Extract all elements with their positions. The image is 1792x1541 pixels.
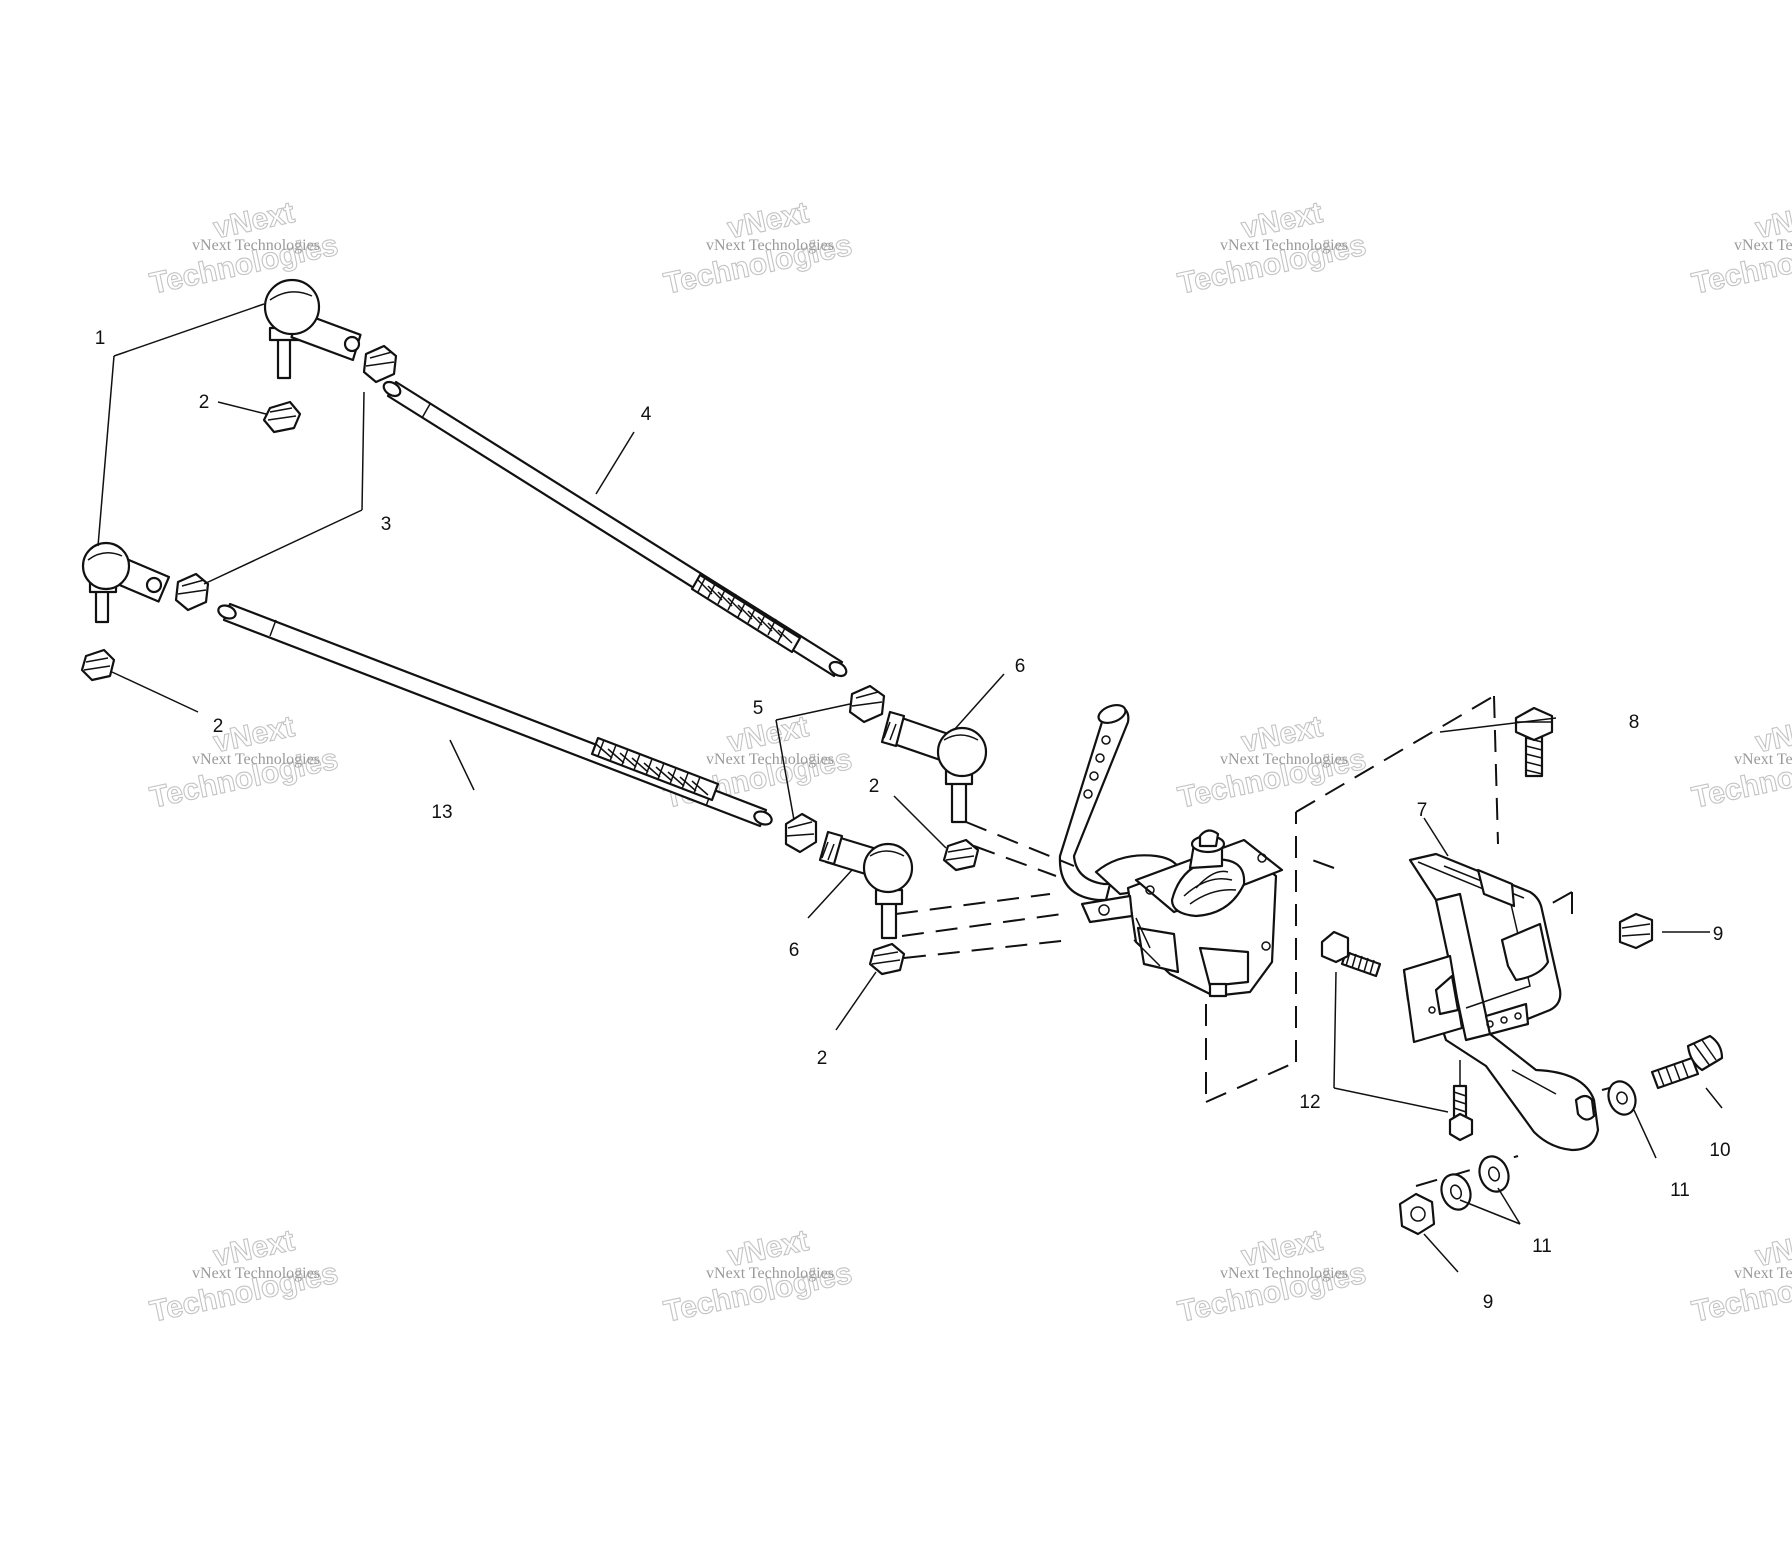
tie-rod-upper <box>382 380 848 678</box>
nut-item-2-lower-left <box>80 648 116 682</box>
mounting-bracket <box>1402 852 1600 1152</box>
jam-nut-item-3-upper <box>362 344 398 384</box>
watermark-small-line: vNext Technologies <box>192 1265 320 1282</box>
callout-5: 5 <box>753 698 764 719</box>
watermark-small-line: vNext Technologies <box>706 237 834 254</box>
callout-labels: 1 2 3 4 2 13 5 6 2 6 2 8 7 9 12 10 11 11… <box>95 328 1731 1313</box>
callout-11-bottom: 11 <box>1532 1236 1552 1257</box>
callout-11-right: 11 <box>1670 1180 1690 1201</box>
callout-2-lower-left: 2 <box>213 716 224 737</box>
watermark-small-line: vNext Technologies <box>192 751 320 768</box>
bolt-item-8 <box>1514 706 1554 778</box>
nut-item-2-bottom <box>868 942 906 976</box>
callout-3: 3 <box>381 514 392 535</box>
bolt-item-12-lower <box>1448 1060 1474 1142</box>
bolt-item-12-upper <box>1320 930 1382 978</box>
jam-nut-item-3-lower <box>174 572 210 612</box>
nut-item-2-mid <box>942 838 980 872</box>
nut-item-9-right <box>1618 912 1654 950</box>
callout-2-mid: 2 <box>869 776 880 797</box>
watermark-small-line: vNext Technologies <box>192 237 320 254</box>
ball-joint-lower-right <box>818 830 914 940</box>
jam-nut-item-5-lower <box>784 812 818 854</box>
watermark-small-line: vNext Technologies <box>1220 237 1348 254</box>
tie-rod-upper-knurl <box>690 573 802 654</box>
leader-lines <box>97 303 1723 1273</box>
watermark-small-line: vNext Technologies <box>706 751 834 768</box>
watermark-small-line: vNext Technologies <box>1220 751 1348 768</box>
watermark-small-line: vNext Technologies <box>706 1265 834 1282</box>
washer-item-11-a <box>1440 1173 1472 1211</box>
watermark-small-line: vNext Technologies <box>1734 1265 1792 1282</box>
shifter-assembly <box>1058 703 1284 998</box>
callout-8: 8 <box>1629 712 1640 733</box>
callout-2-upper: 2 <box>199 392 210 413</box>
callout-4: 4 <box>641 404 652 425</box>
tie-rod-lower-knurl <box>590 736 720 802</box>
tie-rod-lower <box>217 602 773 828</box>
callout-1: 1 <box>95 328 106 349</box>
callout-9-bottom: 9 <box>1483 1292 1494 1313</box>
nut-item-9-bottom <box>1398 1192 1436 1236</box>
washer-item-11-b <box>1478 1155 1510 1193</box>
callout-7: 7 <box>1417 800 1428 821</box>
callout-2-bottom: 2 <box>817 1048 828 1069</box>
jam-nut-item-5-upper <box>848 684 886 724</box>
callout-13: 13 <box>431 802 452 823</box>
bolt-item-10 <box>1650 1034 1724 1090</box>
watermark-small-line: vNext Technologies <box>1734 237 1792 254</box>
callout-6-upper: 6 <box>1015 656 1026 677</box>
ball-joint-upper-left <box>263 278 362 380</box>
callout-6-lower: 6 <box>789 940 800 961</box>
nut-item-2-upper <box>262 400 302 434</box>
ball-joint-lower-left <box>81 541 171 624</box>
watermark-small-line: vNext Technologies <box>1734 751 1792 768</box>
washer-item-11-right <box>1607 1080 1637 1116</box>
callout-10: 10 <box>1709 1140 1730 1161</box>
watermark-small-line: vNext Technologies <box>1220 1265 1348 1282</box>
ball-joint-upper-right <box>880 710 988 824</box>
callout-12: 12 <box>1299 1092 1320 1113</box>
assembly-dashed-lines <box>895 695 1633 1187</box>
callout-9-right: 9 <box>1713 924 1724 945</box>
